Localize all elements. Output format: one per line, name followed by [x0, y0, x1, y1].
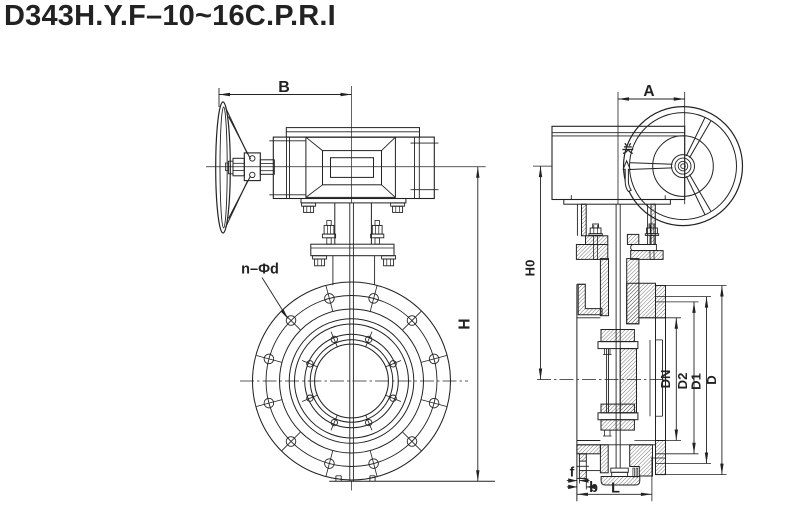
svg-text:D: D — [704, 375, 719, 384]
svg-text:f: f — [570, 464, 575, 480]
svg-text:H: H — [457, 318, 474, 329]
svg-text:A: A — [643, 83, 654, 100]
svg-text:B: B — [278, 79, 290, 96]
svg-text:D1: D1 — [689, 373, 704, 390]
svg-text:D343H.Y.F–10~16C.P.R.I: D343H.Y.F–10~16C.P.R.I — [4, 0, 336, 32]
svg-text:DN: DN — [658, 370, 673, 389]
svg-text:L: L — [611, 481, 620, 497]
svg-text:H0: H0 — [523, 260, 538, 277]
svg-text:n–Φd: n–Φd — [241, 262, 279, 278]
svg-text:b: b — [589, 480, 598, 496]
svg-text:D2: D2 — [675, 373, 690, 390]
